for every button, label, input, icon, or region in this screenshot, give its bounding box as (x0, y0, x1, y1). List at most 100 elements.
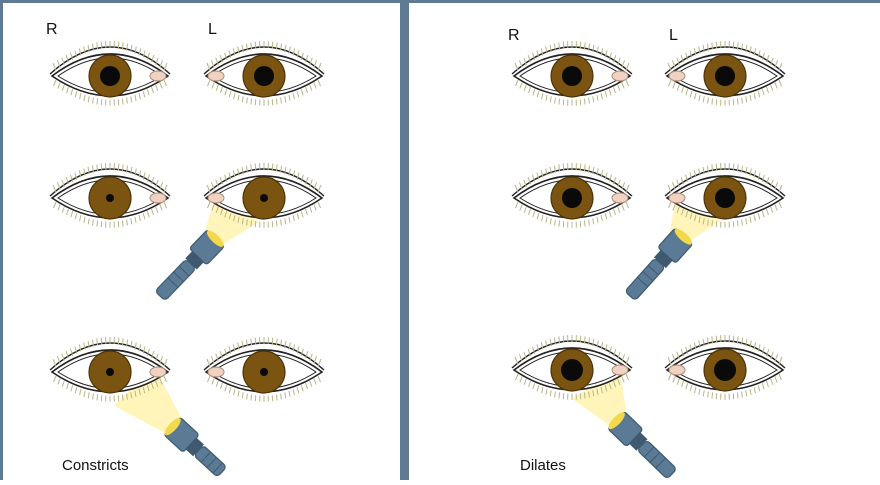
lash (779, 202, 782, 208)
lash (127, 98, 128, 104)
lash (318, 80, 321, 86)
lash (762, 383, 764, 389)
lash (84, 95, 85, 101)
lash (122, 42, 123, 49)
lash (238, 391, 239, 397)
lash (139, 93, 140, 99)
lash (677, 85, 679, 91)
lash (71, 385, 73, 391)
lash (297, 91, 299, 97)
lash (626, 357, 629, 364)
pupil (260, 368, 268, 376)
lash (622, 376, 624, 382)
lash (520, 204, 522, 210)
lash (609, 89, 611, 95)
lash (584, 221, 585, 227)
lash (131, 96, 132, 102)
lash (164, 202, 167, 208)
lash (216, 381, 218, 387)
lash (686, 383, 688, 389)
lash (559, 336, 560, 343)
lash (754, 387, 755, 393)
lash (589, 220, 590, 226)
left-border (0, 0, 3, 480)
lash (703, 390, 704, 396)
lash (762, 211, 764, 217)
lash (559, 42, 560, 49)
lash (54, 202, 57, 208)
lash (310, 85, 312, 91)
lash (559, 221, 560, 227)
lash (668, 63, 671, 70)
lash (221, 383, 223, 389)
lash (164, 359, 167, 366)
lash (276, 395, 277, 401)
lash (712, 99, 713, 105)
lash (147, 89, 149, 95)
lash (207, 63, 210, 70)
lash (515, 63, 518, 70)
lash (97, 164, 98, 171)
lash (247, 98, 248, 104)
lash (533, 383, 535, 389)
lash (276, 99, 277, 105)
lash (93, 98, 94, 104)
lash (750, 217, 751, 223)
lash (668, 357, 671, 364)
lash (584, 336, 585, 343)
panel-1-row-2-flashlight-icon (151, 228, 226, 305)
lash (614, 87, 616, 93)
lash (559, 99, 560, 105)
panel-2-row-2-right-eye-icon (512, 163, 632, 228)
caruncle (150, 367, 166, 377)
lash (597, 95, 598, 101)
lash (771, 85, 773, 91)
lash (559, 393, 560, 399)
lash (699, 389, 700, 395)
panel-2-right-eye-label: R (508, 28, 520, 44)
lash (127, 220, 128, 226)
lash (737, 42, 738, 49)
lash (67, 209, 69, 215)
lash (301, 211, 303, 217)
top-border (0, 0, 880, 3)
lash (520, 376, 522, 382)
lash (515, 357, 518, 364)
lash (516, 80, 519, 86)
lash (695, 387, 696, 393)
lash (593, 96, 594, 102)
lash (668, 185, 671, 192)
lash (80, 215, 81, 221)
lash (314, 378, 316, 384)
lash (712, 42, 713, 49)
lash (750, 389, 751, 395)
panel-1-row-2-right-eye-icon (50, 163, 170, 228)
caruncle (208, 193, 224, 203)
lash (84, 217, 85, 223)
lash (550, 96, 551, 102)
lash (251, 338, 252, 345)
lash (62, 85, 64, 91)
lash (712, 164, 713, 171)
lash (251, 99, 252, 105)
lash (754, 215, 755, 221)
lash (673, 376, 675, 382)
lash (58, 378, 60, 384)
lash (135, 217, 136, 223)
lash (238, 95, 239, 101)
panel-2-caption: Dilates (520, 458, 566, 473)
panel-2-row-3-left-eye-icon (665, 335, 785, 400)
caruncle (612, 365, 628, 375)
panel-1-row-3-flashlight-icon (162, 415, 230, 480)
lash (516, 374, 519, 380)
lash (143, 91, 145, 97)
panel-1-row-1-right-eye-icon (50, 41, 170, 106)
lash (276, 221, 277, 227)
lash (207, 185, 210, 192)
lash (247, 394, 248, 400)
lash (737, 221, 738, 227)
lash (754, 93, 755, 99)
panel-1-row-1-left-eye-icon (204, 41, 324, 106)
lash (699, 95, 700, 101)
